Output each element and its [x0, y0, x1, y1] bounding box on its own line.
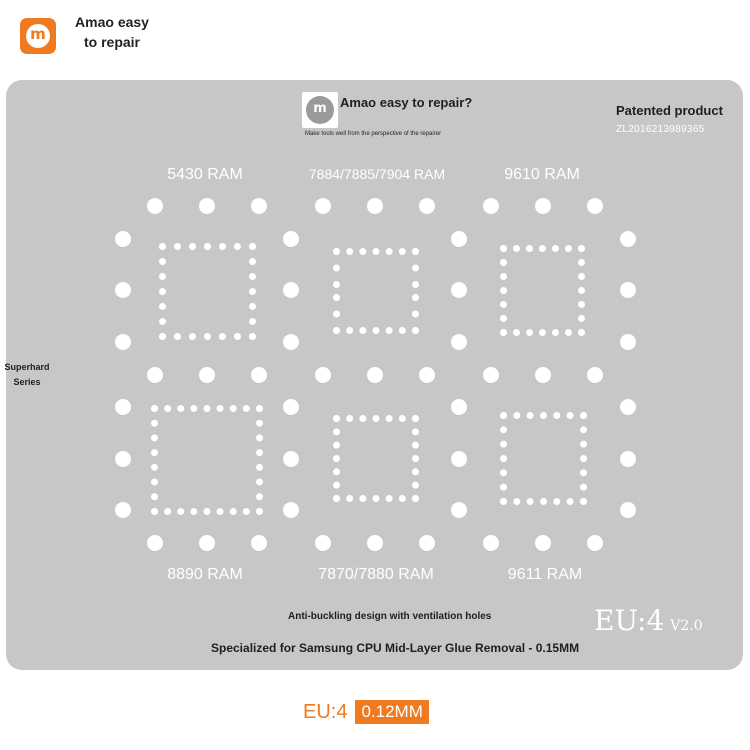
ventilation-hole [115, 451, 131, 467]
chip-pad-9610 [500, 245, 585, 336]
brand-header: m Amao easy to repair [20, 12, 154, 54]
ventilation-hole [251, 367, 267, 383]
ventilation-hole [367, 367, 383, 383]
ventilation-hole [451, 399, 467, 415]
ventilation-hole [199, 198, 215, 214]
stencil-logo-glyph: m [313, 101, 327, 116]
ventilation-hole [451, 451, 467, 467]
stencil-subtagline: Make tools well from the perspective of … [305, 131, 442, 137]
ventilation-hole [283, 282, 299, 298]
ventilation-hole [483, 367, 499, 383]
ventilation-hole [315, 198, 331, 214]
brand-name: Amao easy to repair [75, 14, 149, 50]
specialization-text: Specialized for Samsung CPU Mid-Layer Gl… [211, 641, 580, 655]
ventilation-hole [620, 502, 636, 518]
stencil-tagline: Amao easy to repair? [340, 95, 473, 110]
ventilation-hole [620, 231, 636, 247]
ventilation-hole [451, 231, 467, 247]
ventilation-hole [483, 535, 499, 551]
chip-pad-7870 [333, 415, 419, 502]
ventilation-hole [620, 282, 636, 298]
ventilation-hole [147, 367, 163, 383]
ventilation-hole [283, 502, 299, 518]
ventilation-hole [315, 535, 331, 551]
ventilation-hole [451, 282, 467, 298]
ventilation-hole [587, 367, 603, 383]
footer-model: EU:4 [303, 700, 348, 723]
ventilation-hole [587, 198, 603, 214]
chip-pad-8890 [151, 405, 263, 515]
ventilation-hole [620, 451, 636, 467]
ram-label-9611: 9611 RAM [507, 566, 583, 583]
footer-spec: EU:4 0.12MM [303, 700, 429, 724]
model-mark: EU:4 V2.0 [594, 604, 703, 637]
ventilation-hole [535, 367, 551, 383]
chip-pad-7884-top [333, 248, 419, 288]
patent-number: ZL2016213989365 [616, 124, 705, 135]
ventilation-hole [115, 502, 131, 518]
ventilation-notice: Anti-buckling design with ventilation ho… [288, 611, 492, 622]
ventilation-hole [283, 451, 299, 467]
ventilation-hole [535, 535, 551, 551]
ventilation-hole [419, 367, 435, 383]
ventilation-hole [199, 367, 215, 383]
ram-label-5430: 5430 RAM [167, 166, 243, 183]
series-label: Superhard Series [4, 362, 50, 387]
ventilation-hole [283, 231, 299, 247]
ventilation-hole [587, 535, 603, 551]
ventilation-hole [367, 535, 383, 551]
ventilation-hole [535, 198, 551, 214]
brand-logo-icon: m [20, 18, 56, 54]
chip-pad-7884-bottom [333, 294, 419, 334]
patent-label: Patented product [616, 103, 723, 118]
version-text: V2.0 [670, 618, 703, 634]
ventilation-hole [283, 334, 299, 350]
ventilation-hole [419, 535, 435, 551]
ventilation-hole [199, 535, 215, 551]
ventilation-hole [115, 282, 131, 298]
ventilation-hole [451, 334, 467, 350]
ventilation-hole [451, 502, 467, 518]
model-mark-text: EU:4 [594, 604, 665, 637]
footer-thickness: 0.12MM [355, 700, 429, 724]
ventilation-hole [620, 399, 636, 415]
ventilation-hole [483, 198, 499, 214]
ram-label-9610: 9610 RAM [504, 166, 580, 183]
ventilation-hole [147, 198, 163, 214]
chip-pad-9611 [500, 412, 587, 505]
stencil-logo-icon: m [302, 92, 338, 128]
ventilation-hole [115, 399, 131, 415]
ventilation-hole [620, 334, 636, 350]
ventilation-hole [251, 535, 267, 551]
ram-label-7884: 7884/7885/7904 RAM [308, 166, 446, 182]
ram-label-8890: 8890 RAM [167, 566, 243, 583]
ventilation-hole [147, 535, 163, 551]
ventilation-hole [315, 367, 331, 383]
chip-pad-5430 [159, 243, 256, 340]
ventilation-hole [283, 399, 299, 415]
ventilation-hole [367, 198, 383, 214]
ram-label-7870: 7870/7880 RAM [318, 566, 434, 583]
ventilation-hole [251, 198, 267, 214]
ventilation-hole [115, 231, 131, 247]
ventilation-hole [115, 334, 131, 350]
ventilation-hole [419, 198, 435, 214]
brand-logo-glyph: m [30, 25, 46, 43]
